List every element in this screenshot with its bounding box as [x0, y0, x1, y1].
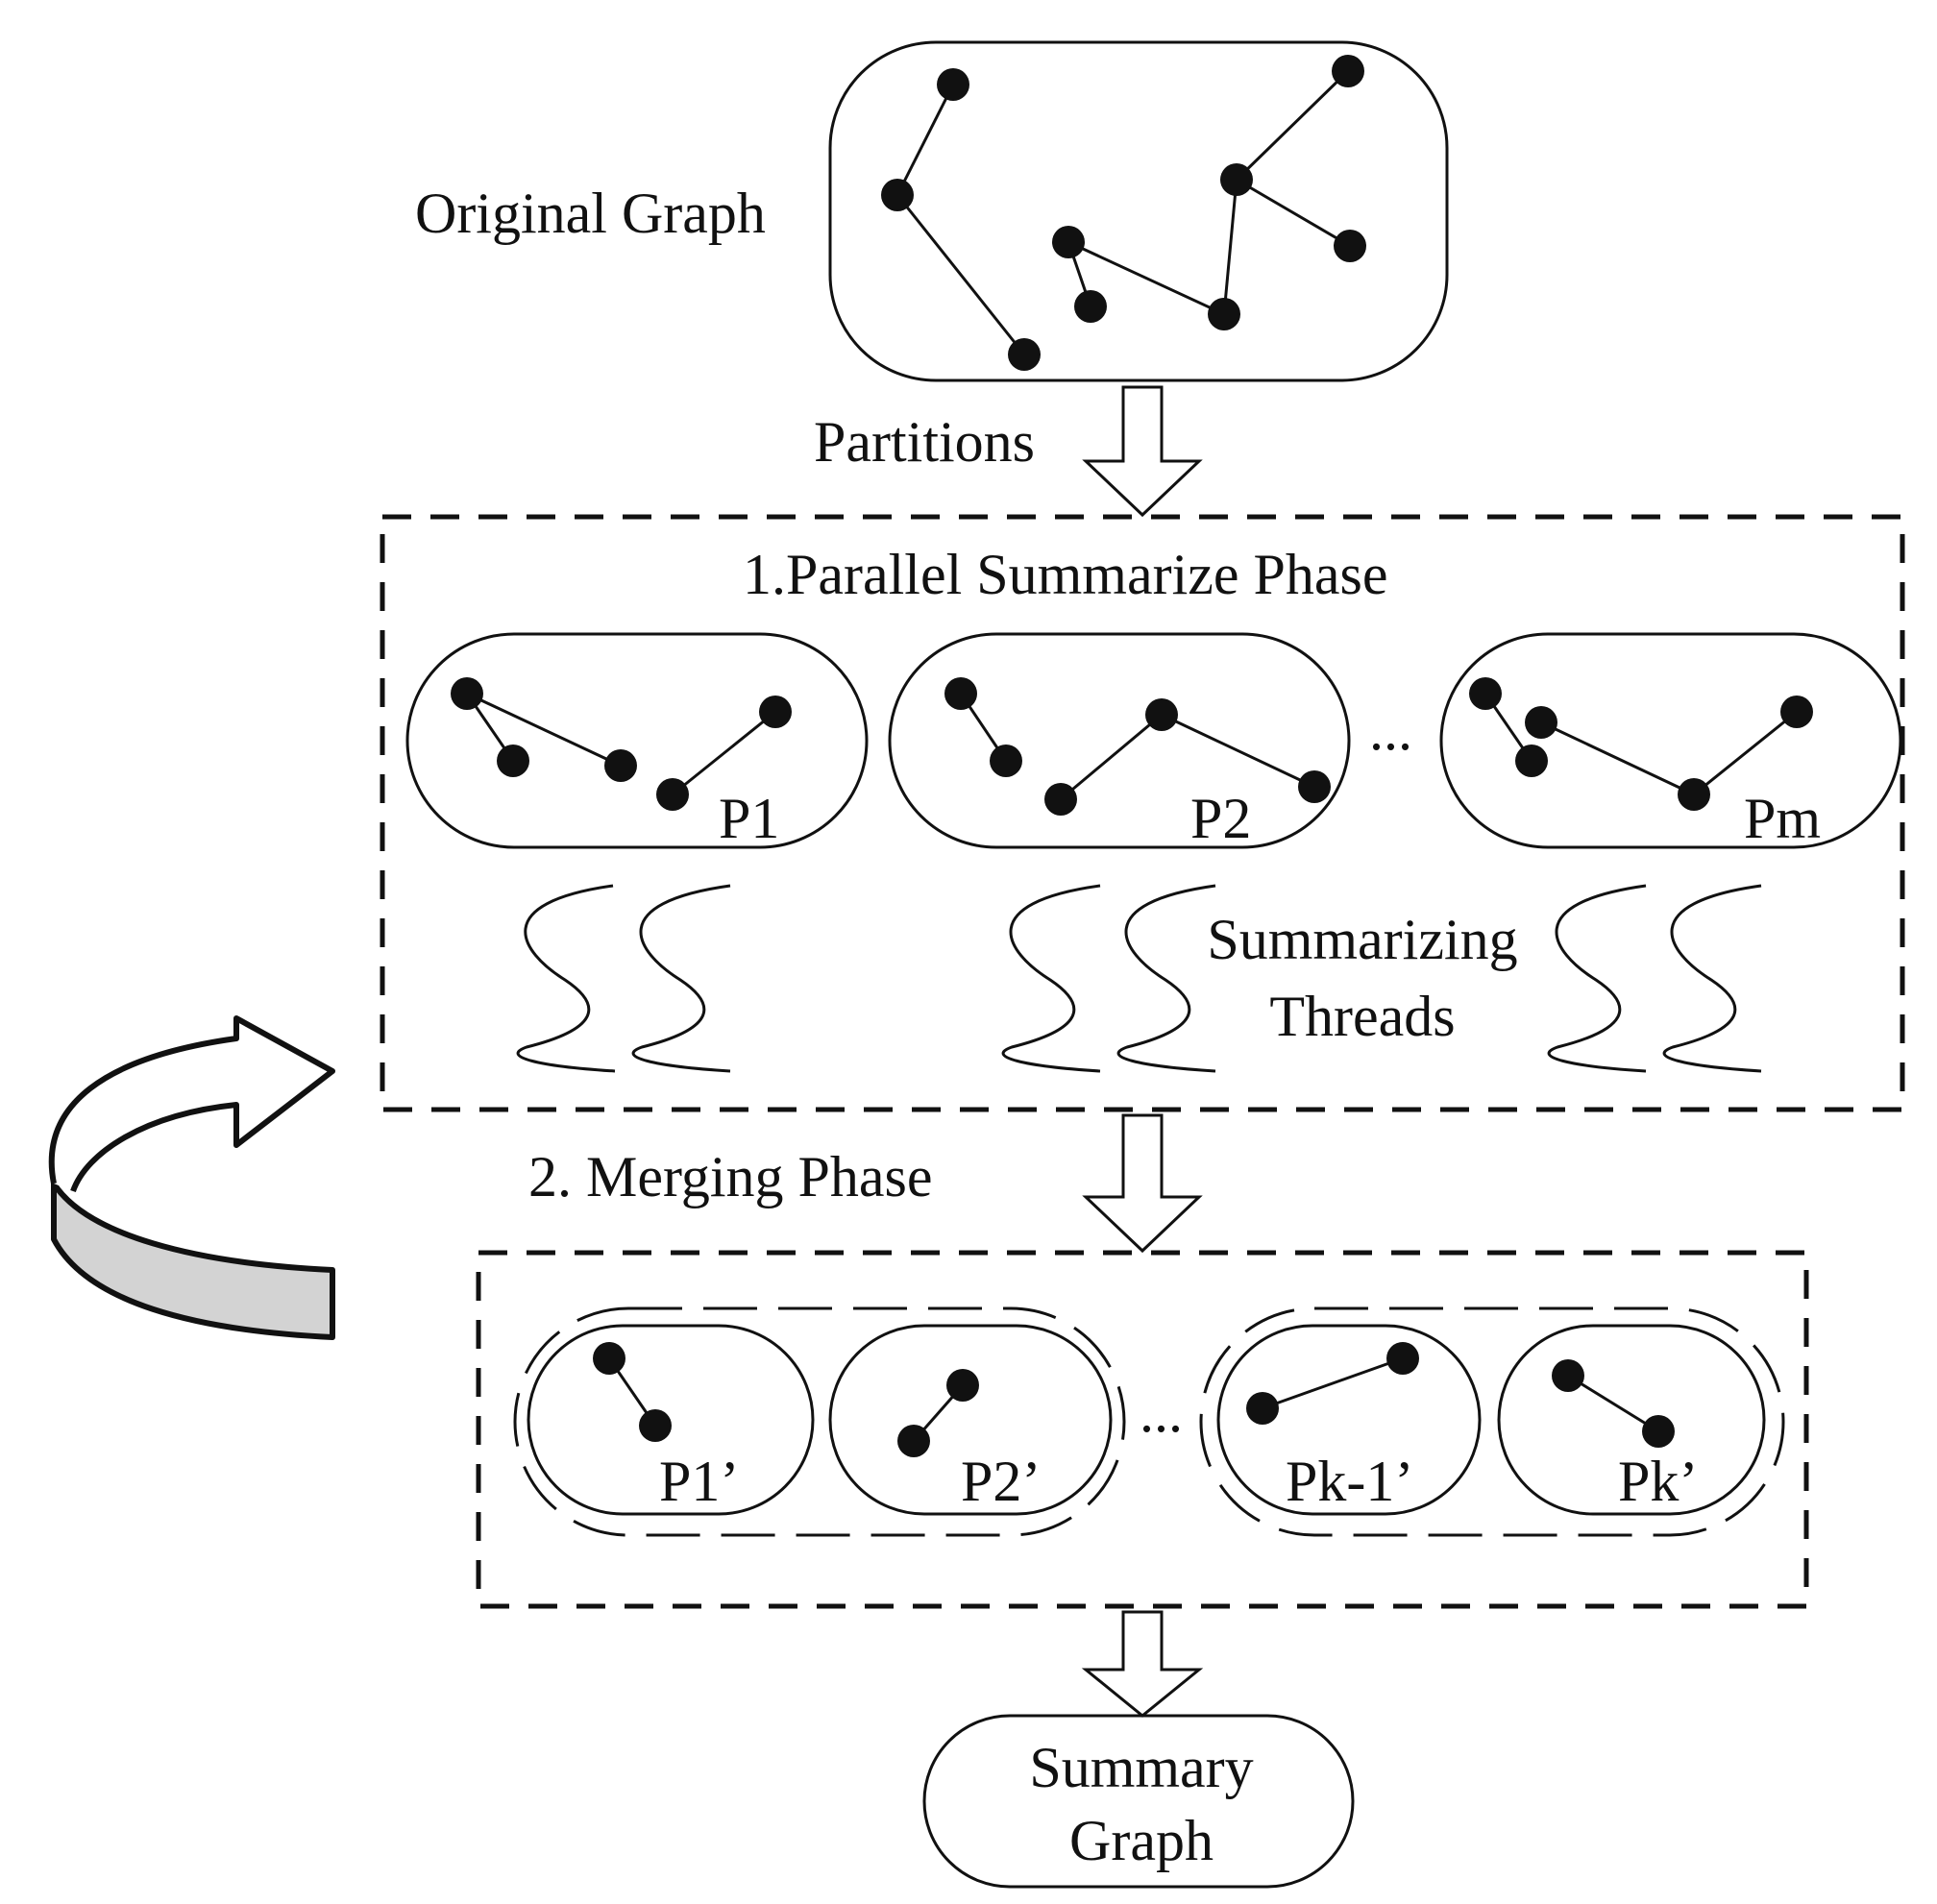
- down-arrow-icon: [1081, 1610, 1204, 1718]
- partition-pm-box: [1439, 632, 1902, 849]
- merged-partition-p2-label: P2’: [961, 1450, 1041, 1513]
- thread-wave-icon: [1547, 884, 1647, 1073]
- merged-partition-pk-1: Pk-1’: [1216, 1324, 1482, 1516]
- phase2-title: 2. Merging Phase: [528, 1145, 933, 1208]
- phase1-region: 1.Parallel Summarize Phase P1: [380, 514, 1905, 1112]
- summary-graph-box: [922, 1714, 1355, 1889]
- summary-graph-label-line2: Graph: [1069, 1809, 1214, 1872]
- merged-group-1-outline: [513, 1306, 1126, 1537]
- thread-wave-icon: [1116, 884, 1216, 1073]
- summarizing-threads: [491, 884, 1762, 1073]
- merged-partition-pk-label: Pk’: [1618, 1450, 1698, 1513]
- summary-arrow: [1081, 1610, 1204, 1718]
- merged-partition-p1: P1’: [527, 1324, 815, 1516]
- merged-partition-pk-1-label: Pk-1’: [1286, 1450, 1413, 1513]
- partition-p1-box: [405, 632, 869, 849]
- merged-partition-p2-box: [828, 1324, 1113, 1516]
- partitions-label: Partitions: [814, 410, 1035, 474]
- original-graph-box: [828, 40, 1449, 382]
- loop-arrow-icon: [48, 1015, 335, 1340]
- merged-partition-p1-box: [527, 1324, 815, 1516]
- phase2-region: P1’ P2’ ... Pk-1’ Pk’: [476, 1250, 1809, 1609]
- merged-partition-pk: Pk’: [1497, 1324, 1766, 1516]
- down-arrow-icon: [1082, 1113, 1203, 1254]
- original-graph-nodes: [881, 55, 1366, 371]
- thread-wave-icon: [1662, 884, 1762, 1073]
- threads-label-line1: Summarizing: [1207, 908, 1517, 971]
- thread-wave-icon: [516, 884, 616, 1073]
- down-arrow-icon: [1082, 385, 1203, 518]
- original-graph-label: Original Graph: [415, 182, 766, 245]
- partition-p1: P1: [405, 632, 869, 850]
- merged-partition-pk-box: [1497, 1324, 1766, 1516]
- original-graph: Original Graph: [415, 40, 1449, 382]
- merging-arrow: 2. Merging Phase: [528, 1113, 1203, 1254]
- merged-partition-pk-1-box: [1216, 1324, 1482, 1516]
- merged-partitions-ellipsis: ...: [1140, 1380, 1183, 1444]
- merged-partition-p2: P2’: [828, 1324, 1113, 1516]
- phase2-dashed-box: [476, 1250, 1809, 1609]
- partition-pm-label: Pm: [1744, 787, 1821, 850]
- summary-graph: Summary Graph: [922, 1714, 1355, 1889]
- partitions-ellipsis: ...: [1369, 698, 1412, 762]
- partitions-arrow: Partitions: [814, 385, 1203, 518]
- partition-p2-label: P2: [1190, 787, 1251, 850]
- partition-p1-label: P1: [719, 787, 779, 850]
- thread-wave-icon: [631, 884, 731, 1073]
- thread-wave-icon: [1001, 884, 1101, 1073]
- partition-pm: Pm: [1439, 632, 1902, 850]
- threads-label-line2: Threads: [1269, 985, 1455, 1048]
- partition-p2: P2: [888, 632, 1351, 850]
- merged-partition-p1-label: P1’: [659, 1450, 739, 1513]
- partition-p2-box: [888, 632, 1351, 849]
- phase1-title: 1.Parallel Summarize Phase: [743, 543, 1387, 606]
- merged-group-2-outline: [1199, 1306, 1785, 1537]
- original-graph-edges: [895, 69, 1351, 355]
- thread-wave-icon: [491, 886, 615, 1071]
- summary-graph-label-line1: Summary: [1029, 1736, 1253, 1799]
